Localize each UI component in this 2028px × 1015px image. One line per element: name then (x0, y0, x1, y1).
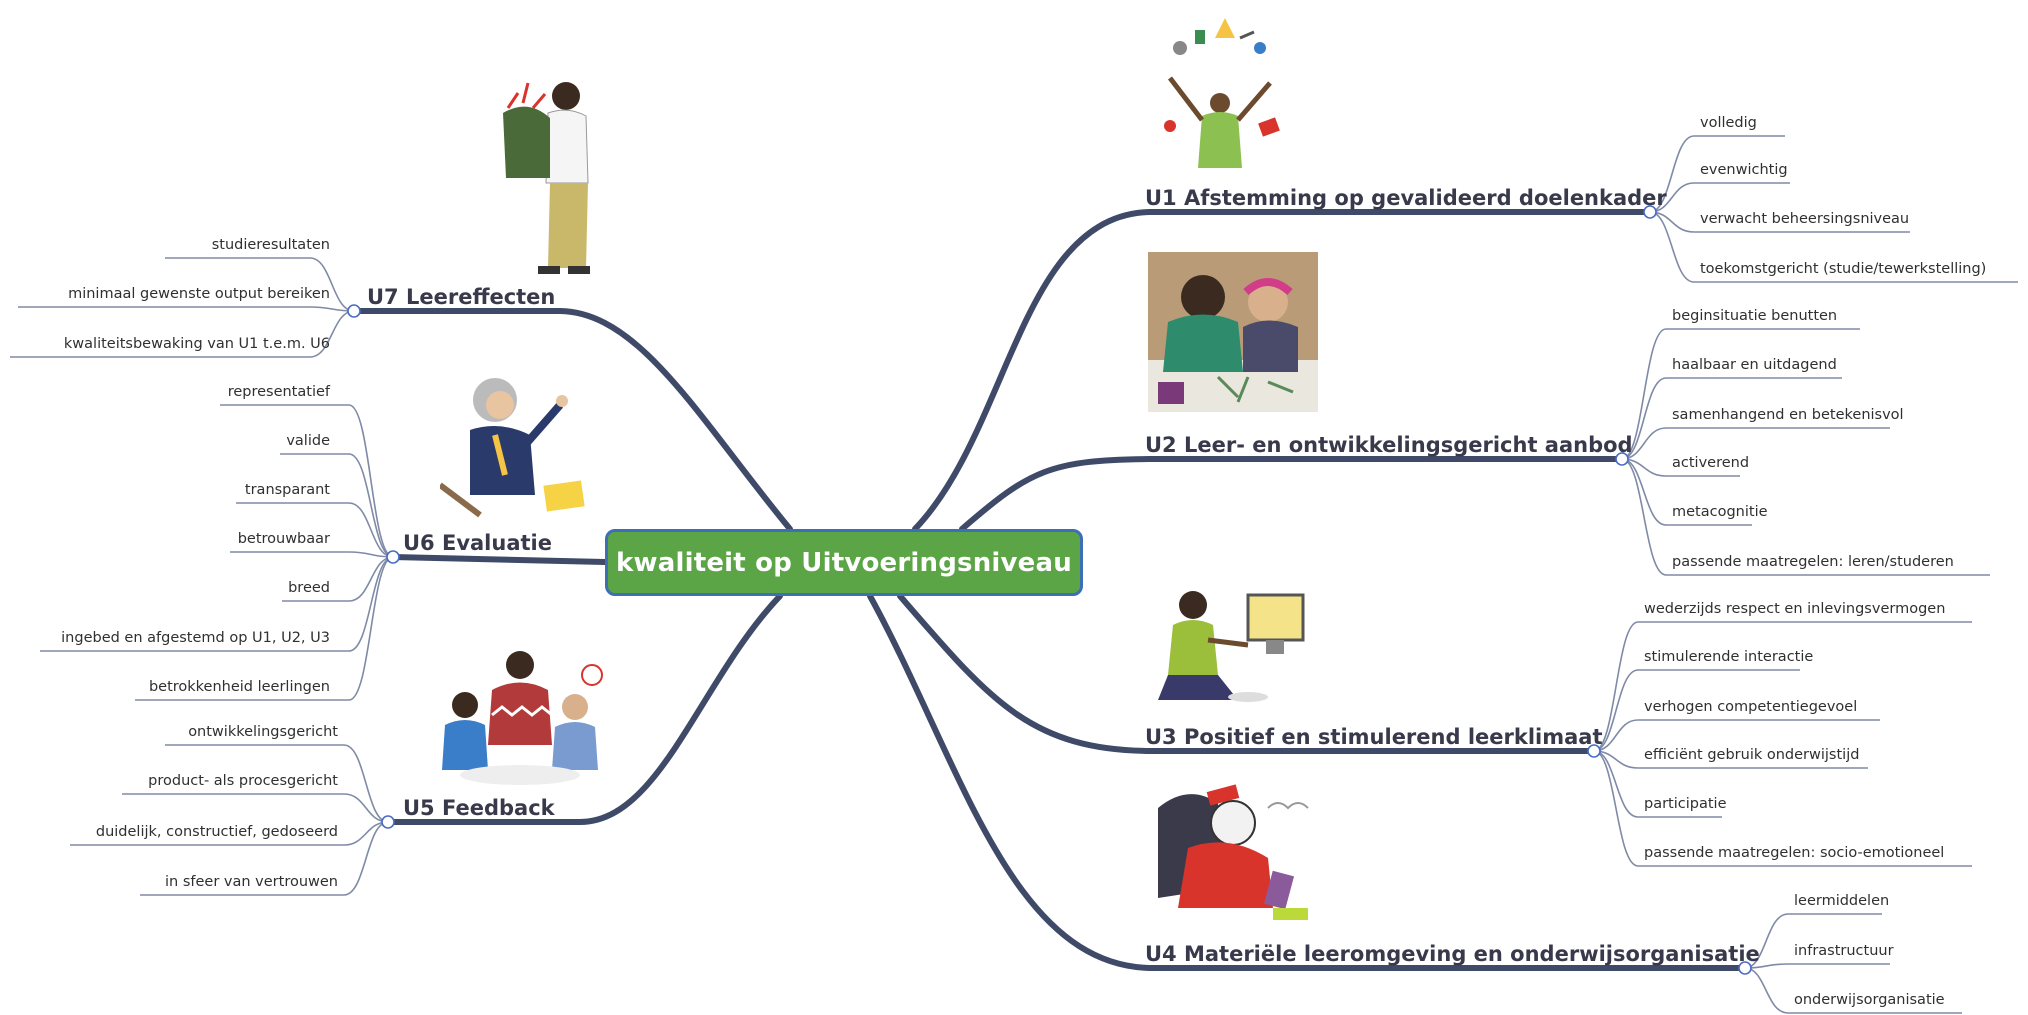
u4-item[interactable]: onderwijsorganisatie (1794, 992, 1945, 1008)
branch-u1 (912, 209, 1653, 532)
u2-item[interactable]: samenhangend en betekenisvol (1672, 407, 1904, 423)
juggler-illustration (1164, 18, 1280, 168)
node-u2 (1615, 452, 1629, 466)
topic-u2-title[interactable]: U2 Leer- en ontwikkelingsgericht aanbod (1145, 433, 1633, 457)
node-u5 (381, 815, 395, 829)
u1-item[interactable]: toekomstgericht (studie/tewerkstelling) (1700, 261, 1987, 277)
u2-item[interactable]: beginsituatie benutten (1672, 308, 1838, 324)
children-drawing-illustration (1148, 252, 1318, 412)
u1-item[interactable]: evenwichtig (1700, 162, 1788, 178)
node-u4 (1738, 961, 1752, 975)
u6-item[interactable]: ingebed en afgestemd op U1, U2, U3 (61, 630, 330, 646)
u1-item[interactable]: volledig (1700, 115, 1757, 131)
backpack-man-illustration (503, 82, 590, 274)
branch-u5 (385, 593, 783, 825)
topic-u5-title[interactable]: U5 Feedback (403, 796, 555, 820)
u5-leaf-lines (70, 744, 389, 896)
u3-item[interactable]: efficiënt gebruik onderwijstijd (1644, 747, 1860, 763)
u5-item[interactable]: in sfeer van vertrouwen (165, 874, 338, 890)
u2-item[interactable]: passende maatregelen: leren/studeren (1672, 554, 1954, 570)
child-computer-illustration (1158, 591, 1305, 702)
branch-u2 (959, 456, 1625, 532)
u6-leaf-lines (40, 404, 394, 701)
u3-item[interactable]: participatie (1644, 796, 1727, 812)
u3-item[interactable]: verhogen competentiegevoel (1644, 699, 1858, 715)
topic-u1-title[interactable]: U1 Afstemming op gevalideerd doelenkader (1145, 186, 1667, 210)
u5-item[interactable]: duidelijk, constructief, gedoseerd (95, 824, 338, 840)
u6-item[interactable]: betrouwbaar (237, 531, 330, 547)
u7-item[interactable]: kwaliteitsbewaking van U1 t.e.m. U6 (63, 336, 330, 352)
central-topic[interactable]: kwaliteit op Uitvoeringsniveau (605, 529, 1083, 596)
u6-item[interactable]: transparant (244, 482, 330, 498)
u6-item[interactable]: valide (286, 433, 330, 449)
u6-item[interactable]: breed (288, 580, 330, 596)
node-u7 (347, 304, 361, 318)
u3-item[interactable]: passende maatregelen: socio-emotioneel (1644, 845, 1945, 861)
branch-u6 (390, 554, 608, 565)
u6-item[interactable]: betrokkenheid leerlingen (148, 679, 330, 695)
group-children-illustration (442, 651, 603, 785)
child-books-illustration (1158, 784, 1309, 920)
branch-u3 (897, 593, 1597, 754)
u1-item[interactable]: verwacht beheersingsniveau (1700, 211, 1910, 227)
u5-item[interactable]: ontwikkelingsgericht (188, 724, 338, 740)
branch-u4 (867, 593, 1748, 971)
u3-item[interactable]: stimulerende interactie (1644, 649, 1814, 665)
u4-item[interactable]: leermiddelen (1794, 893, 1890, 909)
u7-item[interactable]: studieresultaten (211, 237, 330, 253)
topic-u7-title[interactable]: U7 Leereffecten (367, 285, 556, 309)
node-u6 (386, 550, 400, 564)
node-u1 (1643, 205, 1657, 219)
topic-u3-title[interactable]: U3 Positief en stimulerend leerklimaat (1145, 725, 1603, 749)
u2-item[interactable]: metacognitie (1672, 504, 1768, 520)
u3-item[interactable]: wederzijds respect en inlevingsvermogen (1644, 601, 1946, 617)
topic-u6-title[interactable]: U6 Evaluatie (403, 531, 552, 555)
node-u3 (1587, 744, 1601, 758)
u7-item[interactable]: minimaal gewenste output bereiken (68, 286, 330, 302)
u2-item[interactable]: activerend (1672, 455, 1750, 471)
u4-item[interactable]: infrastructuur (1794, 943, 1894, 959)
branch-u7 (351, 308, 793, 532)
u2-item[interactable]: haalbaar en uitdagend (1672, 357, 1837, 373)
teacher-illustration (440, 378, 585, 518)
topic-u4-title[interactable]: U4 Materiële leeromgeving en onderwijsor… (1145, 942, 1760, 966)
u6-item[interactable]: representatief (227, 384, 330, 400)
u5-item[interactable]: product- als procesgericht (148, 773, 338, 789)
